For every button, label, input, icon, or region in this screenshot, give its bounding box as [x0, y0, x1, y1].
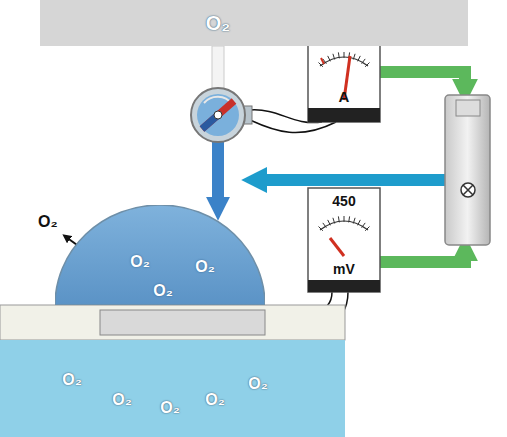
node-text: mV [333, 262, 355, 276]
node-text: O₂ [248, 376, 268, 392]
pump-hub [214, 111, 222, 119]
dome-shape [55, 205, 265, 305]
voltmeter-body [308, 188, 380, 292]
voltmeter-ticks [319, 216, 370, 231]
node-text: O₂ [160, 400, 180, 416]
gas-supply-box: O₂ [40, 0, 468, 46]
ammeter-body [308, 40, 380, 122]
controller-box [445, 95, 490, 245]
ammeter-base [308, 108, 380, 122]
ambient-air-region: O₂ O₂ O₂ O₂ O₂ [0, 340, 345, 437]
node-text: O₂ [195, 259, 215, 275]
ammeter-scale [320, 57, 368, 66]
controller-symbol [461, 183, 475, 197]
signal-arrow [380, 72, 465, 84]
ammeter-mark [321, 58, 324, 64]
node-text: O₂ [62, 372, 82, 388]
node-text: O₂ [130, 254, 150, 270]
node-text: A [339, 89, 350, 104]
pump-paddle [202, 101, 234, 129]
control-arrow [262, 174, 445, 186]
sensor-bar [0, 305, 345, 340]
node-text: O₂ [206, 13, 230, 33]
controller-symbol [463, 185, 473, 195]
ammeter-ticks [319, 52, 370, 67]
signal-arrow [380, 256, 465, 262]
sensor-element [100, 310, 265, 335]
voltmeter-needle [330, 238, 344, 256]
node-text: O₂ [112, 392, 132, 408]
inflow-pipe [212, 46, 224, 91]
voltmeter-face: 450 mV [309, 190, 379, 278]
voltmeter-scale [320, 221, 368, 230]
ammeter-face: A [309, 44, 379, 106]
controller-tab [456, 100, 480, 116]
pump-chamber [197, 94, 239, 136]
exhaust-dome: O₂O₂O₂ [55, 205, 265, 305]
node-text: O₂ [153, 283, 173, 299]
gas-label: O₂ [38, 214, 58, 230]
voltmeter-base [308, 280, 380, 292]
pump-housing [191, 88, 245, 142]
node-text: O₂ [205, 392, 225, 408]
node-text: 450 [332, 194, 355, 208]
